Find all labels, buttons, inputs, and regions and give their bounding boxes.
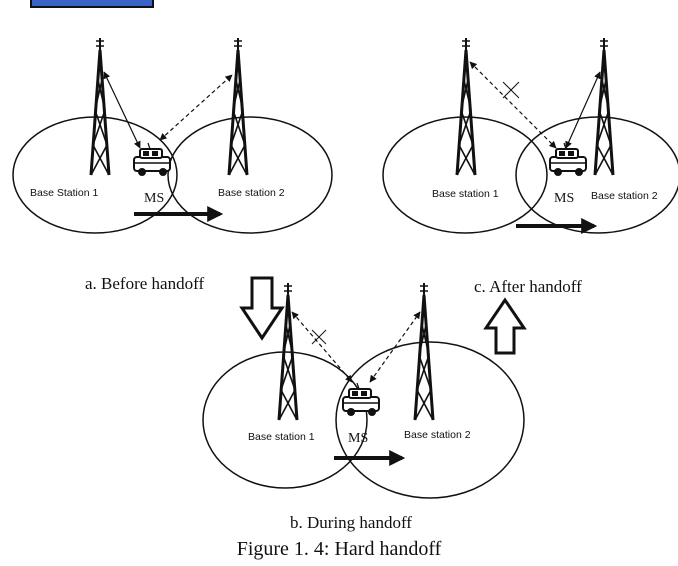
- active-link: [103, 71, 141, 149]
- panel-during-handoff: Base station 1 Base station 2 MS b. Duri…: [202, 281, 525, 532]
- header-tag: [30, 0, 154, 8]
- up-arrow-icon: [483, 297, 527, 355]
- station-1-label: Base station 1: [248, 431, 315, 443]
- station-2-label: Base station 2: [404, 429, 471, 441]
- mobile-label: MS: [554, 191, 574, 206]
- handoff-link: [369, 311, 421, 383]
- antenna-tower-icon: [455, 36, 477, 177]
- panel-before-handoff: Base Station 1 Base station 2 MS a. Befo…: [12, 36, 333, 293]
- antenna-tower-icon: [413, 281, 435, 422]
- active-link: [565, 71, 601, 149]
- cell-2: [335, 341, 525, 499]
- monitor-link: [159, 74, 233, 141]
- down-arrow-icon: [239, 276, 285, 341]
- station-2-label: Base station 2: [591, 190, 658, 202]
- figure-caption: Figure 1. 4: Hard handoff: [236, 538, 442, 560]
- antenna-tower-icon: [593, 36, 615, 177]
- antenna-tower-icon: [227, 36, 249, 177]
- panel-caption: c. After handoff: [474, 277, 582, 296]
- cell-1: [382, 116, 548, 234]
- station-1-label: Base station 1: [432, 188, 499, 200]
- cross-icon: [311, 329, 327, 345]
- mobile-label: MS: [144, 191, 164, 206]
- panel-caption: b. During handoff: [290, 513, 412, 532]
- released-link: [291, 311, 353, 383]
- cell-2: [167, 116, 333, 234]
- released-link: [469, 61, 557, 149]
- panel-caption: a. Before handoff: [85, 274, 204, 293]
- mobile-label: MS: [348, 431, 368, 446]
- antenna-tower-icon: [89, 36, 111, 177]
- car-icon: [342, 382, 380, 417]
- cross-icon: [502, 81, 520, 99]
- station-1-label: Base Station 1: [30, 187, 98, 199]
- station-2-label: Base station 2: [218, 187, 285, 199]
- panel-after-handoff: Base station 1 Base station 2 MS c. Afte…: [382, 36, 678, 296]
- cell-1: [202, 351, 368, 489]
